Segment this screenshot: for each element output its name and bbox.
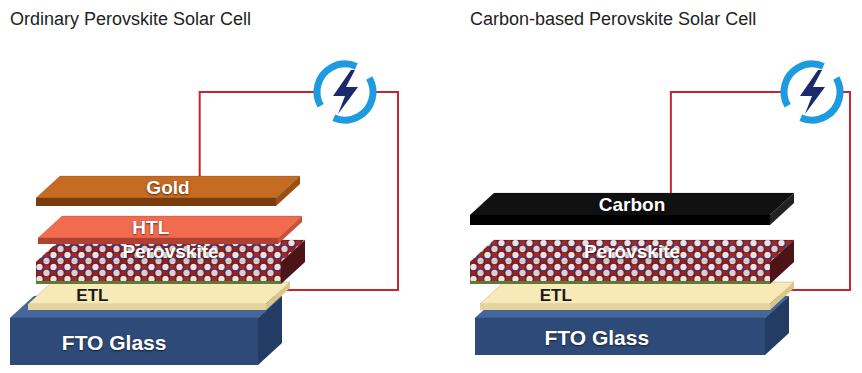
slab-side bbox=[765, 296, 789, 355]
slab-front bbox=[36, 262, 281, 284]
layer-slab: Perovskite bbox=[36, 240, 305, 284]
layer-slab: Carbon bbox=[470, 193, 794, 225]
layer-label: Carbon bbox=[599, 195, 666, 214]
layer-slab: ETL bbox=[28, 282, 290, 310]
layer-slab: Perovskite bbox=[470, 240, 794, 284]
slab-shape bbox=[480, 282, 794, 310]
panel-title: Ordinary Perovskite Solar Cell bbox=[10, 10, 251, 30]
slab-front bbox=[10, 318, 258, 365]
slab-side bbox=[281, 240, 305, 284]
layer-label: Perovskite bbox=[122, 242, 218, 261]
layer-slab: ETL bbox=[480, 282, 794, 310]
layer-label: Gold bbox=[146, 178, 189, 197]
slab-shape bbox=[28, 282, 290, 310]
slab-front bbox=[470, 262, 770, 284]
slab-side bbox=[258, 296, 282, 365]
layer-label: Perovskite bbox=[584, 242, 680, 261]
slab-side bbox=[770, 240, 794, 284]
power-icon bbox=[774, 54, 850, 130]
layer-slab: Gold bbox=[36, 176, 300, 206]
layer-label: FTO Glass bbox=[544, 326, 649, 347]
panel-title: Carbon-based Perovskite Solar Cell bbox=[470, 10, 756, 30]
slab-top bbox=[470, 193, 794, 215]
slab-top bbox=[38, 216, 302, 238]
slab-top bbox=[28, 282, 290, 304]
slab-front bbox=[480, 304, 770, 310]
slab-top bbox=[480, 282, 794, 304]
layer-label: ETL bbox=[540, 287, 572, 304]
slab-front bbox=[38, 238, 278, 244]
slab-top bbox=[36, 240, 305, 262]
power-icon bbox=[307, 54, 383, 130]
layer-slab: HTL bbox=[38, 216, 302, 244]
layer-label: ETL bbox=[76, 287, 108, 304]
slab-top bbox=[10, 296, 282, 318]
slab-front bbox=[28, 304, 266, 310]
slab-shape bbox=[38, 216, 302, 244]
slab-edge bbox=[36, 281, 281, 284]
layer-label: HTL bbox=[132, 218, 169, 237]
slab-edge bbox=[470, 281, 770, 284]
slab-front bbox=[475, 318, 765, 355]
slab-side bbox=[276, 176, 300, 206]
layer-label: FTO Glass bbox=[62, 331, 167, 352]
slab-top bbox=[36, 176, 300, 198]
slab-top bbox=[475, 296, 789, 318]
slab-front bbox=[470, 215, 770, 225]
slab-side bbox=[770, 193, 794, 225]
slab-front bbox=[36, 198, 276, 206]
slab-top bbox=[470, 240, 794, 262]
